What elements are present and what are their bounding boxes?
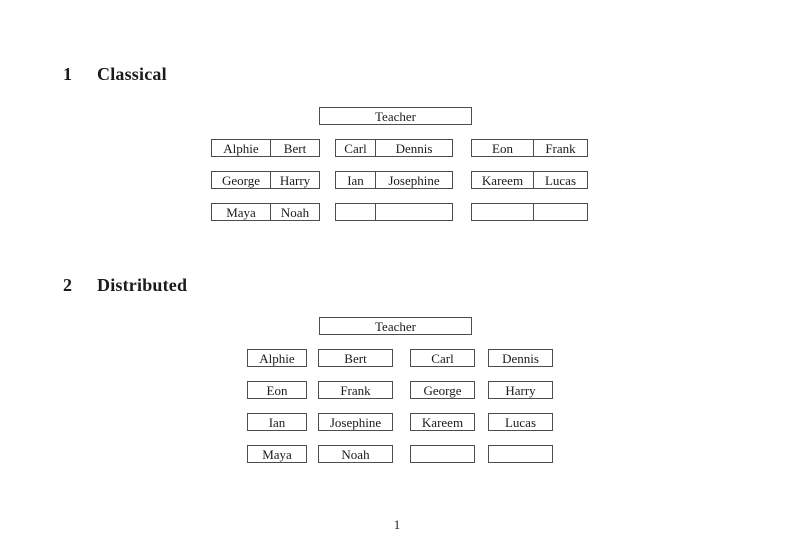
seat: Maya (247, 445, 307, 463)
seat-empty (472, 204, 534, 220)
desk (471, 203, 588, 221)
seat-empty (336, 204, 376, 220)
seat: Alphie (247, 349, 307, 367)
seat: George (410, 381, 475, 399)
desk: Kareem Lucas (471, 171, 588, 189)
desk: George Harry (211, 171, 320, 189)
section-title: Distributed (97, 275, 188, 295)
seat: Carl (336, 140, 376, 156)
seat: Frank (545, 140, 576, 156)
section-2-heading: 2 Distributed (63, 275, 187, 295)
desk: Carl Dennis (335, 139, 453, 157)
seat: Carl (410, 349, 475, 367)
seat: Eon (247, 381, 307, 399)
seat: Dennis (395, 140, 433, 156)
section-number: 2 (63, 275, 73, 295)
teacher-label: Teacher (375, 108, 416, 124)
seat: Eon (472, 140, 534, 156)
seat: Josephine (318, 413, 393, 431)
seat: Ian (336, 172, 376, 188)
seat-empty (534, 204, 587, 220)
seat: Kareem (472, 172, 534, 188)
seat: Harry (488, 381, 553, 399)
desk: Eon Frank (471, 139, 588, 157)
seat-empty (410, 445, 475, 463)
teacher-box: Teacher (319, 317, 472, 335)
seat: George (212, 172, 271, 188)
desk: Alphie Bert (211, 139, 320, 157)
page-number: 1 (393, 517, 401, 532)
seat: Lucas (544, 172, 577, 188)
seat: Dennis (488, 349, 553, 367)
seat: Alphie (212, 140, 271, 156)
desk (335, 203, 453, 221)
seat: Noah (318, 445, 393, 463)
seat: Ian (247, 413, 307, 431)
seat: Bert (283, 140, 307, 156)
seat-empty (488, 445, 553, 463)
section-1-heading: 1 Classical (63, 64, 167, 84)
seat: Noah (280, 204, 310, 220)
teacher-label: Teacher (375, 318, 416, 334)
desk: Ian Josephine (335, 171, 453, 189)
section-title: Classical (97, 64, 167, 84)
section-number: 1 (63, 64, 73, 84)
seat: Frank (318, 381, 393, 399)
seat: Bert (318, 349, 393, 367)
seat: Lucas (488, 413, 553, 431)
seat-empty (376, 204, 452, 220)
seat: Maya (212, 204, 271, 220)
seat: Kareem (410, 413, 475, 431)
teacher-box: Teacher (319, 107, 472, 125)
seat: Harry (279, 172, 311, 188)
seat: Josephine (388, 172, 440, 188)
desk: Maya Noah (211, 203, 320, 221)
